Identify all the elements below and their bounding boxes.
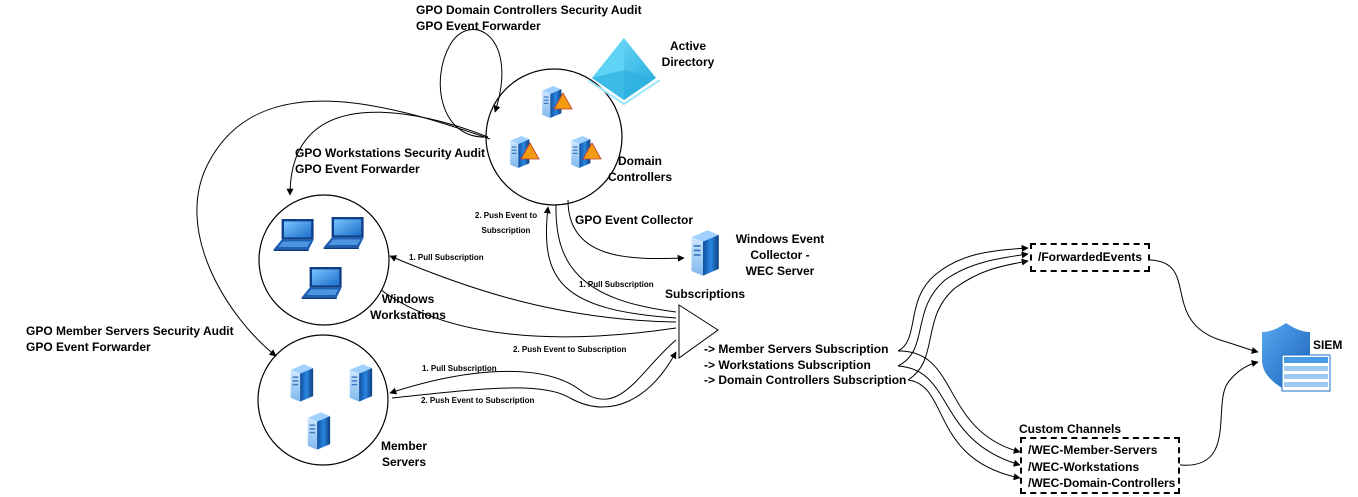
forwarded-events-channel: /ForwardedEvents <box>1038 250 1143 264</box>
gpo-event-collector-label: GPO Event Collector <box>575 213 694 227</box>
gpo-dc-line2: GPO Event Forwarder <box>416 19 541 33</box>
push-ws-edge-label: 2. Push Event to Subscription <box>513 345 627 354</box>
gpo-dc-loop-arrow <box>439 29 503 138</box>
subscriptions-triangle <box>678 304 719 359</box>
pull-dc-edge-label: 1. Pull Subscription <box>579 280 654 289</box>
pull-ws-arrow <box>389 255 677 323</box>
gpo-member-servers-label: GPO Member Servers Security Audit GPO Ev… <box>26 323 234 355</box>
domain-controllers-line1: Domain <box>617 154 662 168</box>
push-ms-edge-label: 2. Push Event to Subscription <box>421 396 535 405</box>
wec-line3: WEC Server <box>745 264 815 278</box>
gpo-dc-line1: GPO Domain Controllers Security Audit <box>416 3 642 17</box>
push-dc-line1: 2. Push Event to <box>474 211 538 220</box>
subscriptions-label: Subscriptions <box>665 287 746 301</box>
shield-icon <box>1262 323 1331 392</box>
custom-channels-box: /WEC-Member-Servers /WEC-Workstations /W… <box>1020 437 1180 494</box>
domain-controllers-label: Domain Controllers <box>605 153 675 185</box>
wec-line1: Windows Event <box>735 232 825 246</box>
subscriptions-list: -> Member Servers Subscription -> Workst… <box>704 342 906 389</box>
server-icon <box>691 230 719 276</box>
gpo-workstations-arrow <box>286 111 489 196</box>
push-ws-line <box>380 289 677 338</box>
active-directory-label: Active Directory <box>656 38 720 70</box>
windows-workstations-line2: Workstations <box>370 308 446 322</box>
push-dc-arrow <box>543 206 677 319</box>
member-servers-line1: Member <box>380 439 427 453</box>
server-icon <box>349 364 373 402</box>
pull-ms-edge-label: 1. Pull Subscription <box>422 364 497 373</box>
wec-server-label: Windows Event Collector - WEC Server <box>730 231 830 279</box>
windows-workstations-label: Windows Workstations <box>364 291 452 323</box>
gpo-ws-line1: GPO Workstations Security Audit <box>295 146 486 160</box>
active-directory-pyramid-icon <box>587 38 661 106</box>
gpo-workstations-label: GPO Workstations Security Audit GPO Even… <box>295 145 485 177</box>
push-dc-line2: Subscription <box>481 226 531 235</box>
pull-ws-edge-label: 1. Pull Subscription <box>409 253 484 262</box>
siem-label: SIEM <box>1313 338 1343 352</box>
active-directory-line1: Active <box>669 39 707 53</box>
member-servers-line2: Servers <box>381 455 427 469</box>
subscription-workstations: -> Workstations Subscription <box>704 357 871 372</box>
channel-wec-domain-controllers: /WEC-Domain-Controllers <box>1028 476 1176 490</box>
channel-wec-member-servers: /WEC-Member-Servers <box>1028 443 1158 457</box>
connectors <box>196 29 1259 481</box>
subscription-domain-controllers: -> Domain Controllers Subscription <box>704 373 907 387</box>
pull-ms-arrow <box>389 339 677 400</box>
channel-wec-workstations: /WEC-Workstations <box>1028 459 1140 474</box>
gpo-member-servers-arrow <box>196 100 491 357</box>
server-icon <box>307 412 331 450</box>
server-icon <box>290 364 314 402</box>
gpo-ws-line2: GPO Event Forwarder <box>295 162 420 176</box>
gpo-ms-line2: GPO Event Forwarder <box>26 340 151 354</box>
gpo-dc-label: GPO Domain Controllers Security Audit GP… <box>416 2 642 34</box>
custom-channels-label: Custom Channels <box>1019 422 1122 436</box>
wec-line2: Collector - <box>750 248 810 262</box>
push-dc-edge-label: 2. Push Event to Subscription <box>468 211 544 236</box>
pull-dc-line <box>555 204 677 313</box>
forwarded-events-box: /ForwardedEvents <box>1030 243 1150 272</box>
gpo-event-collector-arrow <box>567 199 685 262</box>
subscription-member-servers: -> Member Servers Subscription <box>704 342 889 356</box>
member-servers-label: Member Servers <box>372 438 436 470</box>
gpo-ms-line1: GPO Member Servers Security Audit <box>26 324 234 338</box>
windows-workstations-line1: Windows <box>381 292 435 306</box>
push-ms-arrow <box>391 351 677 408</box>
domain-controllers-line2: Controllers <box>607 170 672 184</box>
active-directory-line2: Directory <box>661 55 715 69</box>
